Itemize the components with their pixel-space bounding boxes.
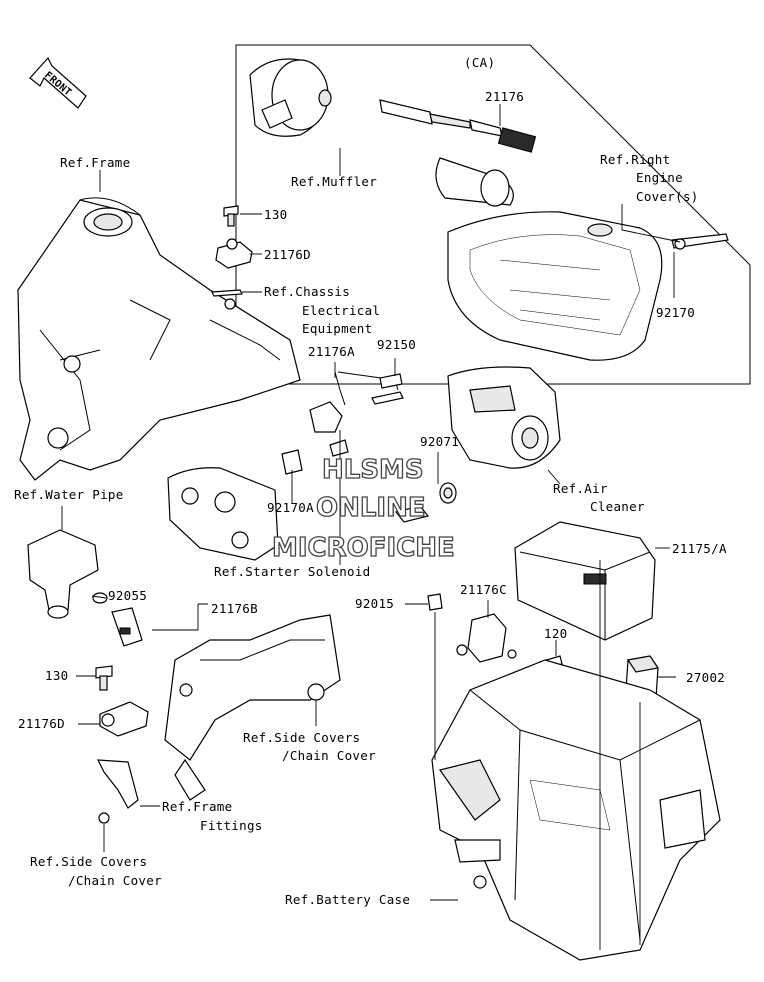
label-21176c: 21176C <box>460 582 507 597</box>
label-ref-right-2: Engine <box>636 170 683 185</box>
label-92170: 92170 <box>656 305 695 320</box>
starter-solenoid-drawing <box>167 439 349 561</box>
label-ref-frame-fit-2: Fittings <box>200 818 263 833</box>
label-21176a: 21176A <box>308 344 355 359</box>
label-ref-frame: Ref.Frame <box>60 155 130 170</box>
clip-92015 <box>427 593 443 611</box>
leader-lines <box>61 104 681 950</box>
ecu-21175a <box>514 521 656 641</box>
label-92055: 92055 <box>108 588 147 603</box>
label-92150: 92150 <box>377 337 416 352</box>
label-ref-right-1: Ref.Right <box>600 152 670 167</box>
label-ref-chassis-3: Equipment <box>302 321 372 336</box>
label-ref-side-1b: /Chain Cover <box>282 748 376 763</box>
label-ref-starter: Ref.Starter Solenoid <box>214 564 371 579</box>
ca-inset-label: (CA) <box>464 55 495 70</box>
label-ref-air-2: Cleaner <box>590 499 645 514</box>
label-21175a: 21175/A <box>672 541 727 556</box>
label-ref-chassis-1: Ref.Chassis <box>264 284 350 299</box>
label-ref-side-1a: Ref.Side Covers <box>243 730 360 745</box>
o-ring-92071 <box>394 482 457 523</box>
label-ref-chassis-2: Electrical <box>302 303 380 318</box>
water-pipe-drawing <box>27 529 108 619</box>
label-92071: 92071 <box>420 434 459 449</box>
bolt-130-top <box>223 205 239 227</box>
frame-drawing <box>17 197 301 481</box>
label-21176d-bottom: 21176D <box>18 716 65 731</box>
label-ref-right-3: Cover(s) <box>636 189 699 204</box>
sensor-21176d-top <box>215 238 253 269</box>
watermark-line-1: HLSMS <box>322 455 424 485</box>
air-cleaner-drawing <box>447 366 561 469</box>
watermark-line-2: ONLINE <box>316 493 426 523</box>
engine-cover-drawing <box>447 211 729 361</box>
label-120: 120 <box>544 626 567 641</box>
label-ref-frame-fit-1: Ref.Frame <box>162 799 232 814</box>
side-cover-bracket <box>164 614 341 801</box>
battery-case-drawing <box>431 659 721 961</box>
watermark-line-3: MICROFICHE <box>272 533 455 563</box>
sensor-21176a <box>309 371 404 433</box>
label-92170a: 92170A <box>267 500 314 515</box>
label-21176b: 21176B <box>211 601 258 616</box>
label-ref-muffler: Ref.Muffler <box>291 174 377 189</box>
label-ref-battery: Ref.Battery Case <box>285 892 410 907</box>
label-ref-side-2b: /Chain Cover <box>68 873 162 888</box>
label-21176d-top: 21176D <box>264 247 311 262</box>
label-ref-water: Ref.Water Pipe <box>14 487 124 502</box>
sensor-21176d-bottom <box>99 701 149 737</box>
front-arrow-icon: FRONT <box>29 56 87 109</box>
sensor-21176c <box>456 613 517 663</box>
sensor-21176b <box>111 607 143 647</box>
watermark: HLSMS ONLINE MICROFICHE <box>271 454 455 563</box>
label-92015: 92015 <box>355 596 394 611</box>
label-21176: 21176 <box>485 89 524 104</box>
muffler-drawing <box>249 58 537 207</box>
label-130-top: 130 <box>264 207 287 222</box>
part-labels: Ref.Frame 130 21176D Ref.Chassis Electri… <box>14 89 727 907</box>
frame-fitting-bracket <box>96 759 139 824</box>
label-ref-side-2a: Ref.Side Covers <box>30 854 147 869</box>
label-ref-air-1: Ref.Air <box>553 481 608 496</box>
label-130-bottom: 130 <box>45 668 68 683</box>
bolt-130-bottom <box>95 665 113 691</box>
bracket-chassis <box>211 289 243 310</box>
label-27002: 27002 <box>686 670 725 685</box>
